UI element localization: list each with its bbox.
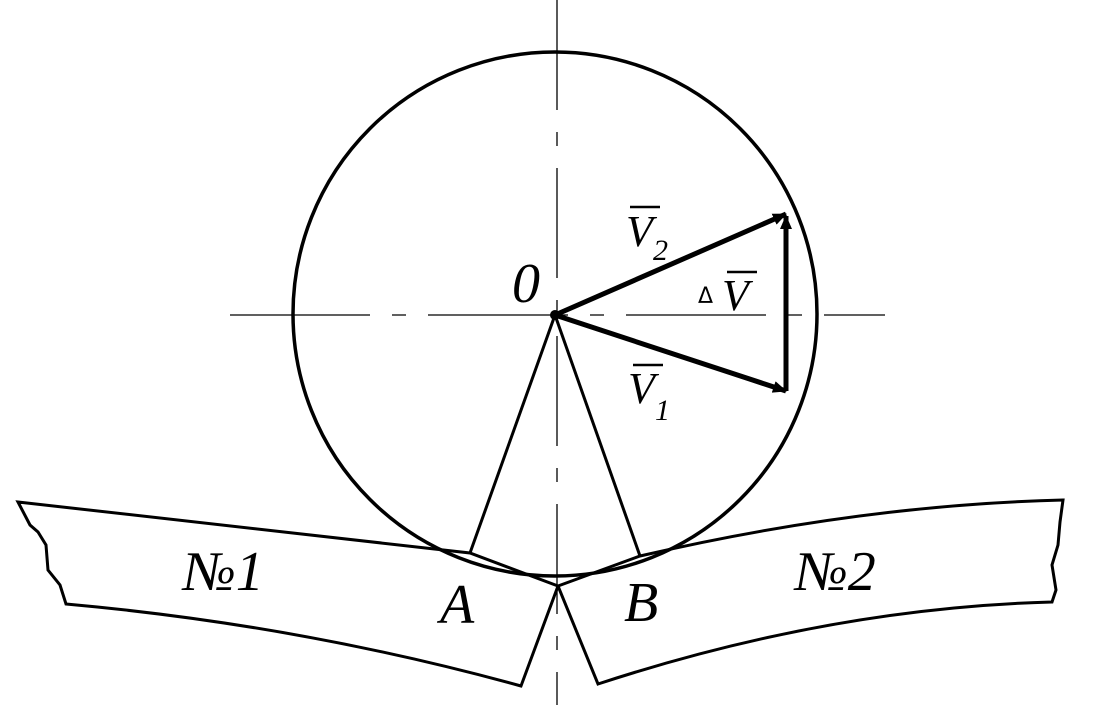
point-a-label: A: [436, 574, 475, 636]
v1-arrow: [554, 312, 787, 394]
radius-to-a: [468, 314, 557, 554]
segment-2-shape: [556, 498, 1065, 686]
segment-1-shape: [15, 500, 560, 688]
v2-arrow: [553, 211, 788, 318]
segment-1-label: №1: [181, 541, 264, 603]
v1-label: V: [628, 364, 660, 413]
segment-2-label: №2: [793, 541, 876, 603]
wheel-circle: [291, 50, 819, 578]
v2-subscript: 2: [653, 234, 668, 267]
delta-v-delta: Δ: [698, 284, 713, 309]
radius-to-b: [553, 314, 642, 557]
v1-subscript: 1: [655, 394, 670, 427]
point-b-label: B: [624, 572, 658, 634]
delta-v-label: V: [722, 271, 754, 320]
v2-label: V: [626, 207, 658, 256]
center-label: 0: [512, 253, 540, 315]
